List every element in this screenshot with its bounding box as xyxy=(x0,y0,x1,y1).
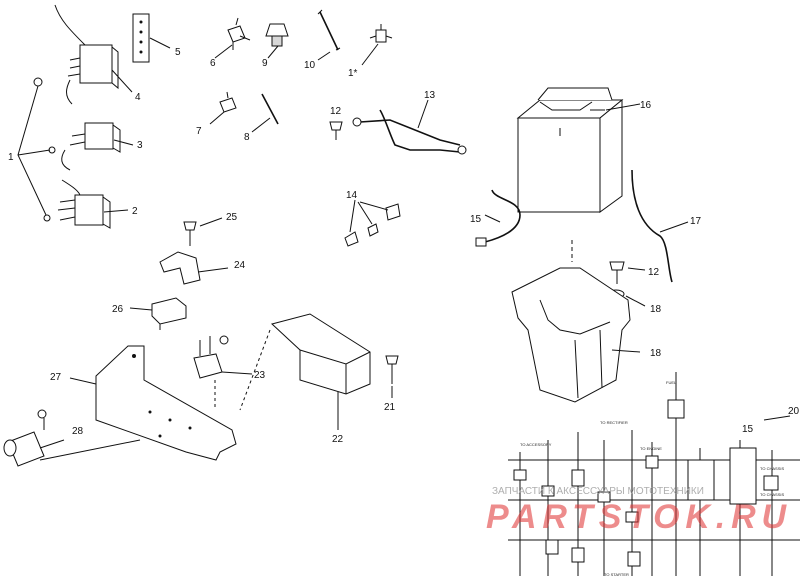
rod-10 xyxy=(317,9,341,61)
battery-box-18 xyxy=(511,240,641,403)
wiring-schematic-20: 15 TO ACCESSORY TO RECTIFIER TO ENGINE F… xyxy=(508,372,800,576)
screw-1-group xyxy=(17,77,56,222)
fastener-14 xyxy=(344,199,401,247)
relay-26 xyxy=(129,297,187,330)
callout-13: 13 xyxy=(424,90,436,101)
svg-text:TO ENGINE: TO ENGINE xyxy=(640,446,662,451)
callout-2: 2 xyxy=(132,206,138,217)
capacitor-28 xyxy=(3,409,141,467)
callout-23: 23 xyxy=(254,370,266,381)
callout-6: 6 xyxy=(210,58,216,69)
callout-7: 7 xyxy=(196,126,202,137)
relay-4 xyxy=(54,4,119,105)
battery-16 xyxy=(516,87,641,213)
svg-text:TO CHASSIS: TO CHASSIS xyxy=(760,466,784,471)
callout-28: 28 xyxy=(72,426,84,437)
screw-12a xyxy=(329,121,343,140)
mount-plate-27 xyxy=(69,345,237,461)
callout-8: 8 xyxy=(244,132,250,143)
svg-text:TO STARTER: TO STARTER xyxy=(604,572,629,576)
callout-labels: 1 1* 2 3 4 5 6 7 8 9 10 12 12 13 14 15 1… xyxy=(8,47,800,445)
bracket-5 xyxy=(132,13,171,63)
rod-8 xyxy=(251,93,279,133)
watermark-top-text: ЗАПЧАСТИ К АКСЕССУАРЫ МОТОТЕХНИКИ xyxy=(492,486,704,497)
callout-21: 21 xyxy=(384,402,396,413)
schematic-header: 15 xyxy=(742,424,754,435)
callout-18a: 18 xyxy=(650,304,662,315)
relay-2 xyxy=(57,179,111,229)
watermark: ЗАПЧАСТИ К АКСЕССУАРЫ МОТОТЕХНИКИ PARTST… xyxy=(486,486,787,536)
callout-5: 5 xyxy=(175,47,181,58)
svg-text:TO RECTIFIER: TO RECTIFIER xyxy=(600,420,628,425)
grommet-9 xyxy=(265,23,289,59)
callout-17: 17 xyxy=(690,216,702,227)
relay-3 xyxy=(61,122,121,171)
callout-3: 3 xyxy=(137,140,143,151)
solenoid-23 xyxy=(193,335,253,410)
svg-text:FUEL: FUEL xyxy=(666,380,677,385)
callout-26: 26 xyxy=(112,304,124,315)
callout-16: 16 xyxy=(640,100,652,111)
screw-12b xyxy=(609,261,646,284)
callout-25: 25 xyxy=(226,212,238,223)
callout-1: 1 xyxy=(8,152,14,163)
connector-7 xyxy=(209,91,237,125)
bracket-24 xyxy=(159,251,229,285)
callout-12b: 12 xyxy=(648,267,660,278)
callout-9: 9 xyxy=(262,58,268,69)
clip-1star xyxy=(361,24,393,66)
callout-4: 4 xyxy=(135,92,141,103)
cable-15 xyxy=(475,189,521,247)
svg-text:TO ACCESSORY: TO ACCESSORY xyxy=(520,442,552,447)
watermark-logo: PARTSTOK.RU xyxy=(486,498,787,536)
cover-22 xyxy=(239,313,371,430)
callout-27: 27 xyxy=(50,372,62,383)
callout-14: 14 xyxy=(346,190,358,201)
callout-18b: 18 xyxy=(650,348,662,359)
callout-1star: 1* xyxy=(348,68,358,79)
callout-12a: 12 xyxy=(330,106,342,117)
screw-21 xyxy=(385,355,399,398)
callout-24: 24 xyxy=(234,260,246,271)
screw-25 xyxy=(183,217,223,246)
connector-6 xyxy=(214,17,251,59)
callout-22: 22 xyxy=(332,434,344,445)
cable-13 xyxy=(352,99,467,155)
svg-text:TO CHASSIS: TO CHASSIS xyxy=(760,492,784,497)
callout-15: 15 xyxy=(470,214,482,225)
callout-10: 10 xyxy=(304,60,316,71)
vent-tube-17 xyxy=(631,169,689,283)
callout-20: 20 xyxy=(788,406,800,417)
